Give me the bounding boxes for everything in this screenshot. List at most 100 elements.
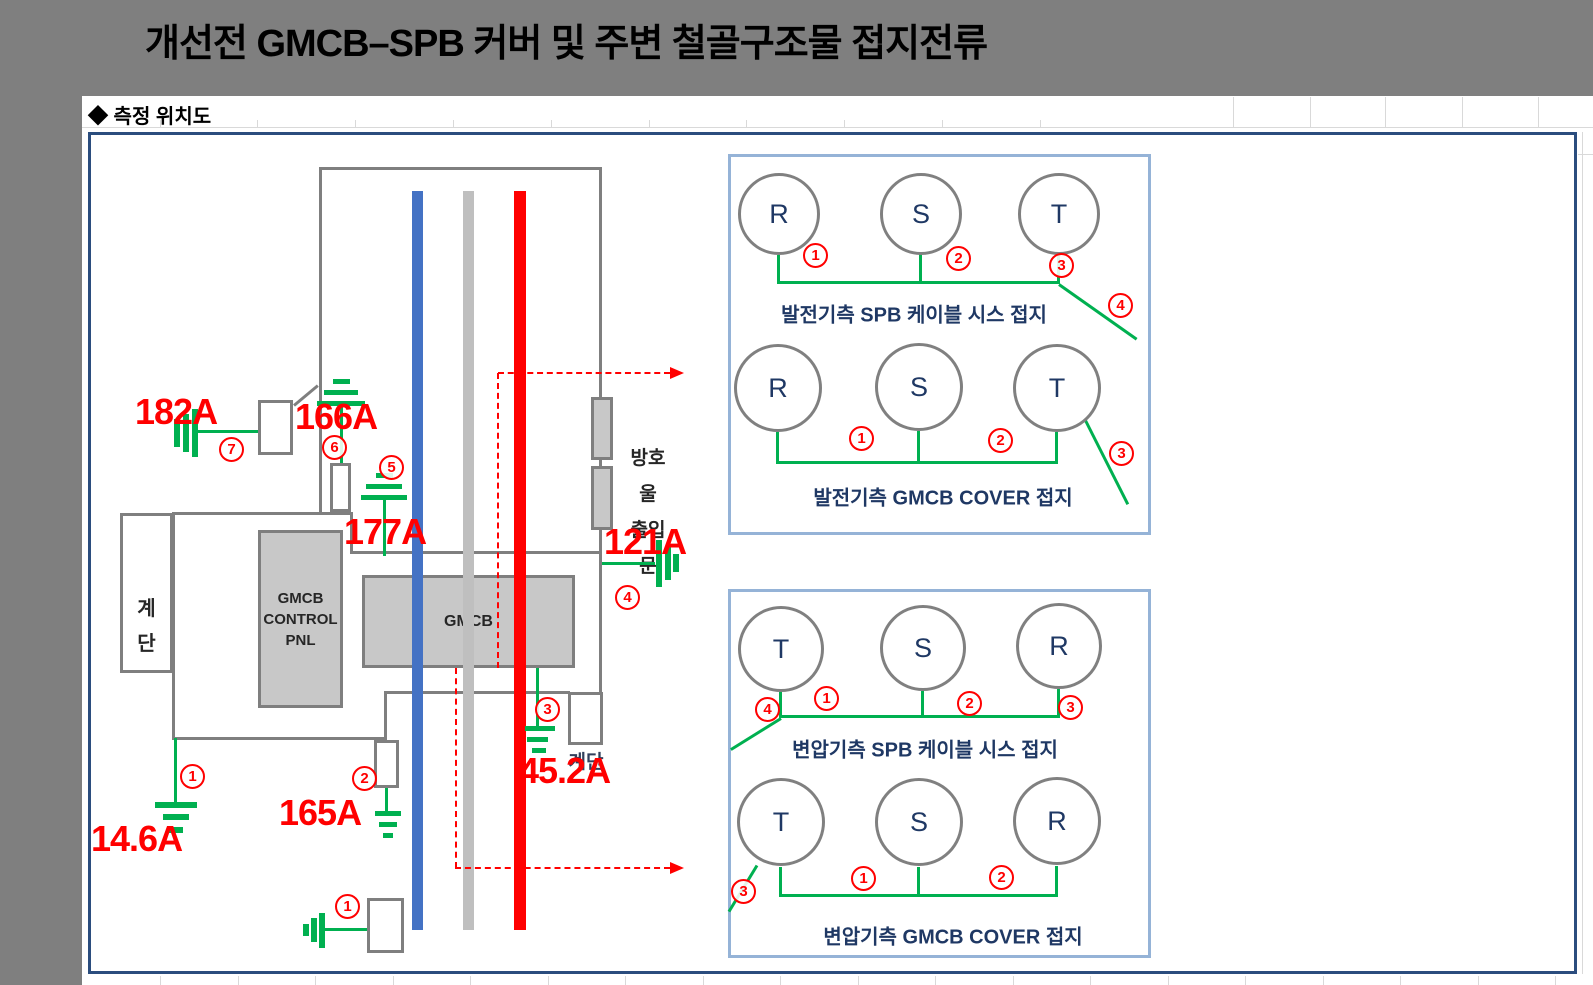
- ground-6-bar: [324, 390, 358, 395]
- connector: [777, 281, 1060, 284]
- room-top-edge-right: [350, 551, 602, 554]
- stairs-left-label: 계 단: [137, 598, 156, 655]
- gridline-col: [1462, 97, 1463, 127]
- phase-circle-s: S: [875, 343, 963, 431]
- ground-7-bar: [174, 419, 180, 447]
- connector: [917, 431, 920, 463]
- page-title: 개선전 GMCB–SPB 커버 및 주변 철골구조물 접지전류: [145, 23, 988, 65]
- spb-marker-1: 1: [803, 243, 828, 268]
- spb-marker-2: 2: [946, 246, 971, 271]
- blue-bus-bar: [412, 191, 423, 930]
- gridline-tick: [551, 120, 552, 127]
- gridline-tick: [625, 976, 626, 985]
- room-top-edge-left: [174, 512, 352, 515]
- phase-circle-s: S: [875, 778, 963, 866]
- room-lower-edge: [384, 691, 570, 694]
- ground-bottom-lead: [325, 928, 367, 931]
- gridline-col: [1385, 97, 1386, 127]
- gridline-tick: [1323, 976, 1324, 985]
- gridline-tick: [470, 976, 471, 985]
- connector: [776, 461, 1058, 464]
- spb-marker-2: 2: [957, 691, 982, 716]
- gridline-col: [1538, 97, 1539, 127]
- ground-3-bar: [525, 726, 555, 731]
- current-177a: 177A: [344, 511, 427, 552]
- ground-4-bar: [665, 547, 671, 580]
- gridline-tick: [703, 976, 704, 985]
- point-4-marker: 4: [615, 585, 640, 610]
- current-166a: 166A: [295, 396, 378, 437]
- ground-6-bar: [333, 379, 350, 384]
- generator-cover-label: 발전기측 GMCB COVER 접지: [813, 487, 1073, 510]
- gridline-tick: [238, 976, 239, 985]
- gridline-tick: [1478, 976, 1479, 985]
- spb-marker-3: 3: [1049, 253, 1074, 278]
- enclosure-top-edge: [319, 167, 602, 170]
- ground-4-bar: [656, 540, 662, 587]
- gridline-tick: [1245, 976, 1246, 985]
- fence-post-upper: [591, 397, 613, 460]
- spb-marker-4: 4: [755, 697, 780, 722]
- ground-1-bar: [155, 802, 197, 808]
- gridline-tick: [942, 120, 943, 127]
- equipment-box-7: [258, 400, 293, 455]
- gridline-tick: [393, 976, 394, 985]
- room-bottom-step: [384, 692, 387, 740]
- gridline-tick: [1555, 976, 1556, 985]
- ground-5-bar: [361, 495, 407, 500]
- current-165a: 165A: [279, 792, 362, 833]
- ground-6-lead: [340, 406, 343, 463]
- point-6-marker: 6: [322, 435, 347, 460]
- ground-5-bar: [366, 484, 402, 489]
- phase-circle-t: T: [1018, 173, 1100, 255]
- ground-4-lead: [602, 562, 655, 565]
- ground-1-bar: [163, 814, 189, 820]
- point-1-marker: 1: [180, 764, 205, 789]
- gridline-tick: [160, 976, 161, 985]
- gray-bus-bar: [463, 191, 474, 930]
- gridline-tick: [1168, 976, 1169, 985]
- dashed-path-upper: [498, 372, 670, 374]
- phase-circle-r: R: [1016, 603, 1102, 689]
- connector: [1055, 866, 1058, 897]
- gridline-tick: [453, 120, 454, 127]
- gridline-tick: [1400, 976, 1401, 985]
- ground-5-lead: [383, 500, 386, 556]
- ground-2-bar: [375, 811, 401, 816]
- transformer-spb-label: 변압기측 SPB 케이블 시스 접지: [792, 739, 1058, 762]
- gmcb-control-panel-box: GMCB CONTROL PNL: [258, 530, 343, 708]
- section-header: ◆ 측정 위치도: [88, 106, 212, 128]
- ground-7-bar: [192, 409, 198, 457]
- equipment-box-bottom: [367, 898, 404, 953]
- red-bus-bar: [514, 191, 526, 930]
- gridline-col: [1582, 132, 1583, 974]
- phase-circle-t: T: [738, 606, 824, 692]
- ground-3-bar: [532, 748, 546, 753]
- phase-circle-r: R: [738, 173, 820, 255]
- gridline-tick: [844, 120, 845, 127]
- dashed-path-upper-vertical: [497, 373, 499, 668]
- gridline-tick: [160, 120, 161, 127]
- gridline-tick: [858, 976, 859, 985]
- phase-circle-t: T: [1013, 344, 1101, 432]
- connector: [779, 894, 1058, 897]
- phase-circle-t: T: [737, 778, 825, 866]
- room-bottom-edge: [172, 737, 386, 740]
- cover-marker-2: 2: [988, 428, 1013, 453]
- phase-circle-s: S: [880, 173, 962, 255]
- equipment-box-2: [374, 740, 399, 788]
- phase-circle-r: R: [734, 344, 822, 432]
- cover-marker-3: 3: [1109, 441, 1134, 466]
- spb-marker-3: 3: [1058, 695, 1083, 720]
- cover-marker-2: 2: [989, 865, 1014, 890]
- dashed-path-lower-vertical: [455, 668, 457, 868]
- ground-2-bar: [383, 833, 393, 838]
- cover-marker-1: 1: [851, 866, 876, 891]
- equipment-box-6: [330, 463, 351, 512]
- connector: [917, 867, 920, 897]
- ground-1-lead: [174, 738, 177, 803]
- gridline-tick: [1040, 120, 1041, 127]
- point-3-marker: 3: [535, 697, 560, 722]
- ground-bottom-bar: [319, 913, 325, 948]
- ground-3-bar: [527, 737, 548, 742]
